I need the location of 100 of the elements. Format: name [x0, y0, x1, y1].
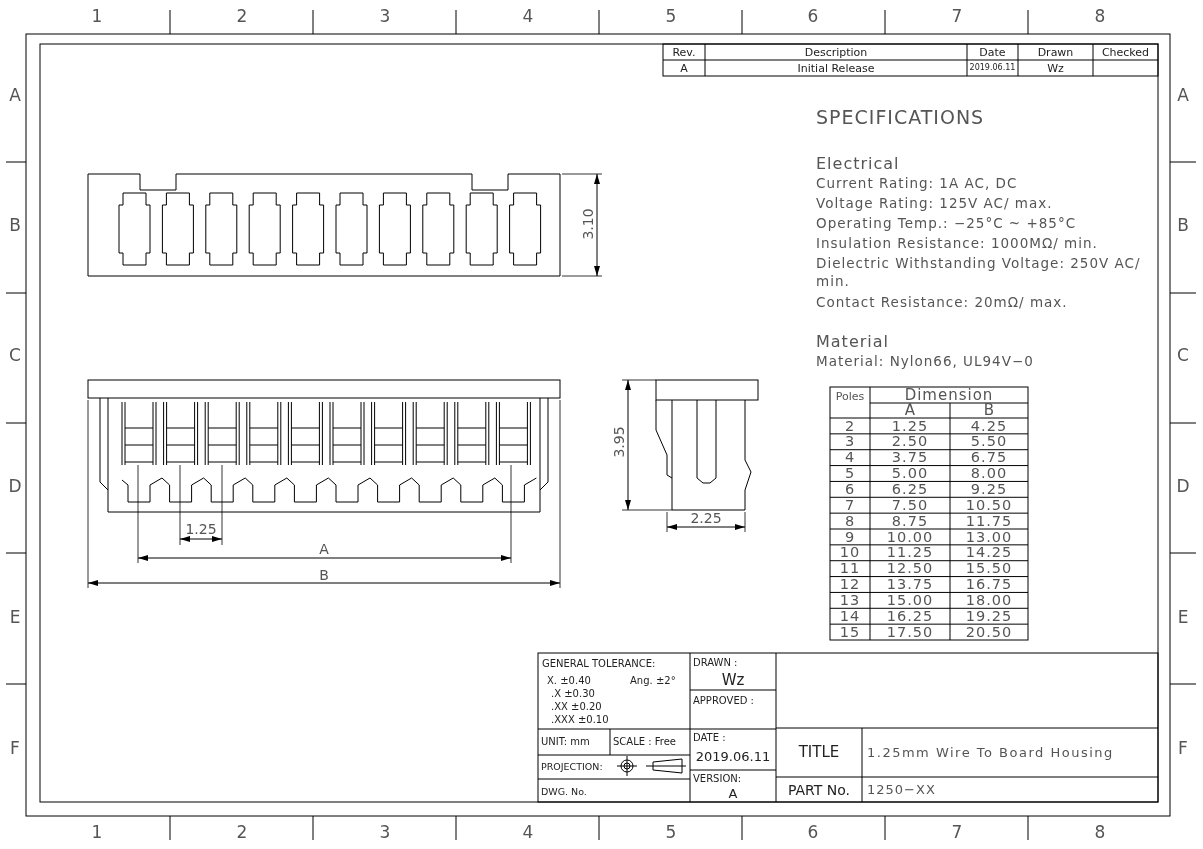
- dimension-value: 13.75: [885, 576, 935, 593]
- zone-letter: B: [1176, 214, 1190, 236]
- dimension-value: 2.50: [890, 433, 930, 450]
- dimension-value: 16.75: [964, 576, 1014, 593]
- table-header: A: [903, 403, 917, 418]
- title-value: 1.25mm Wire To Board Housing: [867, 744, 1115, 762]
- column-header: Date: [978, 44, 1007, 60]
- pole-count: 5: [843, 465, 857, 482]
- dimension-value: 14.25: [964, 544, 1014, 561]
- pole-count: 11: [838, 560, 862, 577]
- field-label: GENERAL TOLERANCE:: [542, 657, 657, 670]
- zone-letter: E: [1176, 606, 1190, 628]
- zone-number: 2: [235, 821, 249, 843]
- dimension-value: 12.50: [885, 560, 935, 577]
- pole-count: 4: [843, 449, 857, 466]
- zone-number: 6: [806, 821, 820, 843]
- zone-letter: A: [1176, 84, 1190, 106]
- zone-letter: D: [7, 475, 23, 497]
- field-label: APPROVED :: [693, 694, 755, 707]
- zone-letter: D: [1175, 475, 1191, 497]
- spec-line: Insulation Resistance: 1000MΩ/ min.: [816, 235, 1099, 253]
- dimension-value: 17.50: [885, 624, 935, 640]
- dimension-value: B: [318, 566, 330, 583]
- spec-line: Voltage Rating: 125V AC/ max.: [816, 195, 1054, 213]
- pole-count: 6: [843, 481, 857, 498]
- pole-count: 12: [838, 576, 862, 593]
- field-label: PART No.: [786, 780, 852, 800]
- zone-letter: F: [1177, 737, 1189, 759]
- tolerance-value: X. ±0.40: [547, 674, 592, 687]
- dimension-value: 8.00: [969, 465, 1009, 482]
- dimension-value: 3.95: [610, 425, 628, 460]
- dimension-value: 2.25: [689, 509, 723, 526]
- field-label: TITLE: [797, 742, 841, 763]
- zone-letter: B: [8, 214, 22, 236]
- dimension-value: 4.25: [969, 418, 1009, 434]
- pole-count: 15: [838, 624, 862, 640]
- dimension-value: 6.75: [969, 449, 1009, 466]
- dimension-value: 9.25: [969, 481, 1009, 498]
- pole-count: 14: [838, 608, 862, 625]
- dimension-value: 11.25: [885, 544, 935, 561]
- column-header: Checked: [1100, 44, 1151, 60]
- pole-count: 10: [838, 544, 862, 561]
- dimension-value: 8.75: [890, 513, 930, 529]
- spec-title: SPECIFICATIONS: [816, 105, 986, 129]
- dimension-value: 20.50: [964, 624, 1014, 640]
- column-header: Drawn: [1036, 44, 1075, 60]
- zone-letter: F: [9, 737, 21, 759]
- column-header: Rev.: [671, 44, 697, 60]
- dimension-value: 5.00: [890, 465, 930, 482]
- zone-number: 3: [378, 5, 392, 27]
- zone-number: 4: [521, 5, 535, 27]
- table-header: Dimension: [903, 387, 995, 403]
- section-heading: Material: [816, 331, 890, 353]
- zone-letter: A: [8, 84, 22, 106]
- tolerance-value: .X ±0.30: [551, 687, 596, 700]
- zone-number: 8: [1093, 5, 1107, 27]
- dimension-value: 7.50: [890, 497, 930, 514]
- pole-count: 9: [843, 529, 857, 545]
- pole-count: 3: [843, 433, 857, 450]
- spec-line: Dielectric Withstanding Voltage: 250V AC/ min.: [816, 255, 1142, 291]
- dimension-value: 13.00: [964, 529, 1014, 545]
- part-number: 1250−XX: [867, 781, 937, 799]
- field-label: DATE :: [693, 731, 727, 744]
- spec-line: Current Rating: 1A AC, DC: [816, 175, 1019, 193]
- zone-number: 6: [806, 5, 820, 27]
- field-label: UNIT: mm: [541, 735, 591, 749]
- field-value: 2019.06.11: [694, 747, 772, 765]
- pole-count: 2: [843, 418, 857, 434]
- dimension-value: 15.00: [885, 592, 935, 609]
- zone-number: 1: [90, 821, 104, 843]
- revision-entry: Wz: [1046, 60, 1065, 76]
- tolerance-value: .XX ±0.20: [551, 700, 603, 713]
- dimension-value: 16.25: [885, 608, 935, 625]
- field-label: DRAWN :: [693, 656, 739, 669]
- pole-count: 13: [838, 592, 862, 609]
- table-header: B: [982, 403, 996, 418]
- dimension-value: 3.10: [579, 207, 597, 242]
- zone-number: 5: [664, 5, 678, 27]
- field-value: Wz: [720, 671, 746, 689]
- dimension-value: 15.50: [964, 560, 1014, 577]
- dimension-value: 1.25: [184, 520, 218, 537]
- revision-entry: Initial Release: [796, 60, 876, 76]
- revision-entry: A: [679, 60, 689, 76]
- zone-letter: C: [1176, 344, 1190, 366]
- zone-number: 5: [664, 821, 678, 843]
- field-label: SCALE : Free: [613, 735, 677, 749]
- field-label: DWG. No.: [541, 785, 588, 799]
- spec-line: Operating Temp.: −25°C ~ +85°C: [816, 215, 1078, 233]
- column-header: Description: [803, 44, 869, 60]
- dimension-value: 6.25: [890, 481, 930, 498]
- zone-number: 1: [90, 5, 104, 27]
- dimension-value: 3.75: [890, 449, 930, 466]
- dimension-value: 10.00: [885, 529, 935, 545]
- table-header: Poles: [834, 388, 866, 405]
- zone-number: 3: [378, 821, 392, 843]
- spec-line: Contact Resistance: 20mΩ/ max.: [816, 294, 1069, 312]
- zone-number: 7: [950, 821, 964, 843]
- dimension-value: 10.50: [964, 497, 1014, 514]
- field-label: VERSION:: [693, 772, 743, 785]
- zone-number: 2: [235, 5, 249, 27]
